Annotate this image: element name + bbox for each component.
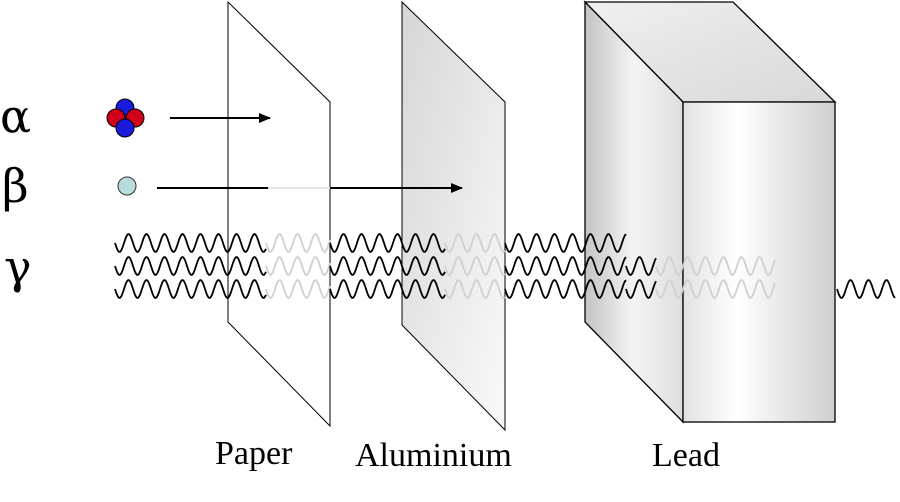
gamma-wave-segment <box>504 256 627 276</box>
gamma-wave-segment <box>504 279 627 299</box>
gamma-wave-segment <box>265 256 331 276</box>
gamma-wave-segment <box>265 279 331 299</box>
gamma-wave-segment <box>655 279 776 299</box>
beta-symbol: β <box>2 159 29 213</box>
gamma-wave-segment <box>625 256 657 276</box>
beta-particle <box>117 176 137 196</box>
gamma-symbol: γ <box>4 240 32 294</box>
gamma-wave-segment <box>114 256 267 276</box>
gamma-wave-segment <box>625 279 657 299</box>
alpha-particle <box>106 98 145 138</box>
gamma-wave-segment <box>329 279 446 299</box>
aluminium-sheet <box>401 0 506 432</box>
paper-sheet <box>227 0 331 428</box>
gamma-wave-segment <box>444 233 506 253</box>
gamma-wave-segment <box>504 233 627 253</box>
gamma-wave-segment <box>444 279 506 299</box>
aluminium-label: Aluminium <box>355 437 512 474</box>
paper-label: Paper <box>215 435 293 472</box>
gamma-wave-segment <box>329 256 446 276</box>
gamma-wave-transmitted <box>836 279 896 299</box>
gamma-wave-segment <box>265 233 331 253</box>
lead-block <box>583 0 837 424</box>
lead-label: Lead <box>652 437 720 474</box>
alpha-symbol: α <box>0 89 31 143</box>
gamma-rays <box>114 233 896 299</box>
gamma-wave-segment <box>444 256 506 276</box>
gamma-wave-segment <box>329 233 446 253</box>
gamma-wave-segment <box>114 279 267 299</box>
gamma-wave-segment <box>114 233 267 253</box>
gamma-wave-segment <box>655 256 776 276</box>
